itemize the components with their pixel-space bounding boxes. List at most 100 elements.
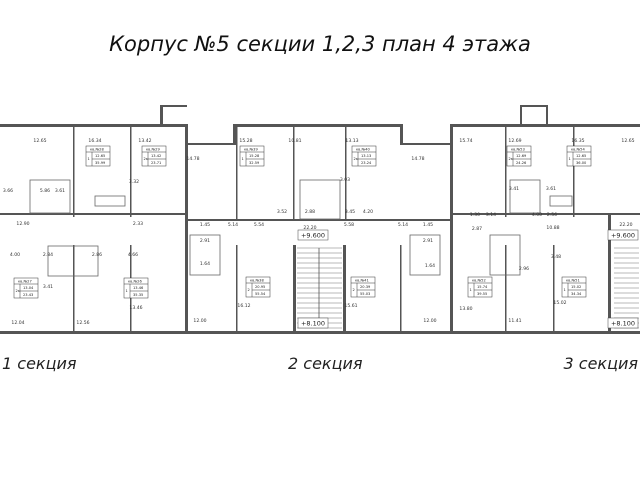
wall	[453, 213, 640, 215]
room-area: 12.90	[16, 221, 29, 227]
wall	[0, 124, 187, 127]
apartment-number: кв.№54	[571, 148, 585, 152]
room-area: 16.35	[571, 138, 584, 144]
wall	[188, 143, 235, 145]
apartment-living-area: 15.28	[249, 154, 260, 158]
apartment-total-area: 24.26	[516, 161, 527, 165]
room-area: 5.54	[254, 222, 264, 228]
room-area: 13.46	[129, 305, 142, 311]
wall	[188, 219, 450, 221]
wall	[505, 127, 507, 217]
apartment-number: кв.№26	[128, 280, 142, 284]
room-area: 10.88	[546, 225, 559, 231]
wall	[505, 245, 507, 331]
bathroom	[409, 234, 441, 276]
room-area: 12.65	[621, 138, 634, 144]
wall	[160, 105, 187, 107]
room-area: 13.80	[459, 306, 472, 312]
apartment-room-count: 1	[470, 288, 472, 292]
bathroom	[509, 179, 541, 214]
bathroom	[47, 245, 99, 277]
elevation-mark: +8.100	[611, 320, 635, 328]
wall	[293, 127, 295, 221]
room-area: 4.20	[363, 209, 373, 215]
apartment-living-area: 15.02	[571, 285, 581, 289]
wall	[343, 245, 346, 333]
room-area: 1.45	[423, 222, 433, 228]
wall	[608, 215, 611, 333]
apartment-number: кв.№51	[566, 279, 580, 283]
room-area: 12.69	[508, 138, 521, 144]
apartment-total-area: 34.34	[571, 292, 582, 296]
kitchen-counter	[549, 195, 573, 207]
wall	[233, 124, 403, 127]
room-area: 14.78	[411, 156, 424, 162]
wall	[130, 127, 132, 217]
wall	[400, 124, 403, 145]
room-area: 2.88	[305, 209, 315, 215]
room-area: 13.42	[138, 138, 151, 144]
wall	[293, 245, 296, 333]
bathroom	[189, 234, 221, 276]
apartment-room-count: 1	[569, 157, 571, 161]
wall	[553, 245, 555, 331]
room-area: 2.33	[133, 221, 143, 227]
room-area: 5.58	[344, 222, 354, 228]
room-area: 16.12	[237, 303, 250, 309]
elevation-marks: +9.600 +9.600 +8.100 +8.100	[297, 229, 639, 329]
room-area: 22.20	[619, 222, 632, 228]
apartment-total-area: 55.54	[255, 292, 266, 296]
apartment-total-area: 35.99	[95, 161, 106, 165]
wall	[0, 213, 185, 215]
room-area: 1.30	[470, 212, 480, 218]
room-area: 3.41	[43, 284, 53, 290]
apartment-number: кв.№40	[356, 148, 370, 152]
wall	[573, 127, 575, 217]
room-area: 2.56	[547, 212, 557, 218]
apartment-number: кв.№53	[511, 148, 525, 152]
room-area: 3.45	[345, 209, 355, 215]
elevation-box	[607, 229, 639, 241]
room-area: 15.02	[553, 300, 566, 306]
room-area: 3.66	[3, 188, 13, 194]
room-area: 3.61	[546, 186, 556, 192]
apartment-total-area: 55.03	[360, 292, 370, 296]
room-area: 2.91	[200, 238, 210, 244]
room-area: 14.78	[186, 156, 199, 162]
apartment-room-count: 2	[353, 288, 355, 292]
wall	[73, 127, 75, 217]
elevation-mark: +9.600	[611, 232, 635, 240]
room-area: 11.41	[508, 318, 521, 324]
room-area: 10.81	[288, 138, 301, 144]
wall	[160, 105, 163, 127]
bathroom	[29, 179, 71, 214]
room-area: 16.34	[88, 138, 101, 144]
apartment-living-area: 13.13	[361, 154, 371, 158]
wall	[236, 245, 238, 331]
room-area: 2.86	[92, 252, 102, 258]
wall	[520, 105, 522, 127]
apartment-room-count: 2к	[144, 157, 149, 161]
apartment-number: кв.№52	[472, 279, 486, 283]
apartment-living-area: 12.65	[576, 154, 586, 158]
apartment-room-count: 1	[242, 157, 244, 161]
elevation-box	[297, 229, 329, 241]
apartment-room-count: 2к	[16, 289, 21, 293]
wall	[233, 124, 236, 145]
bathroom	[489, 234, 521, 276]
